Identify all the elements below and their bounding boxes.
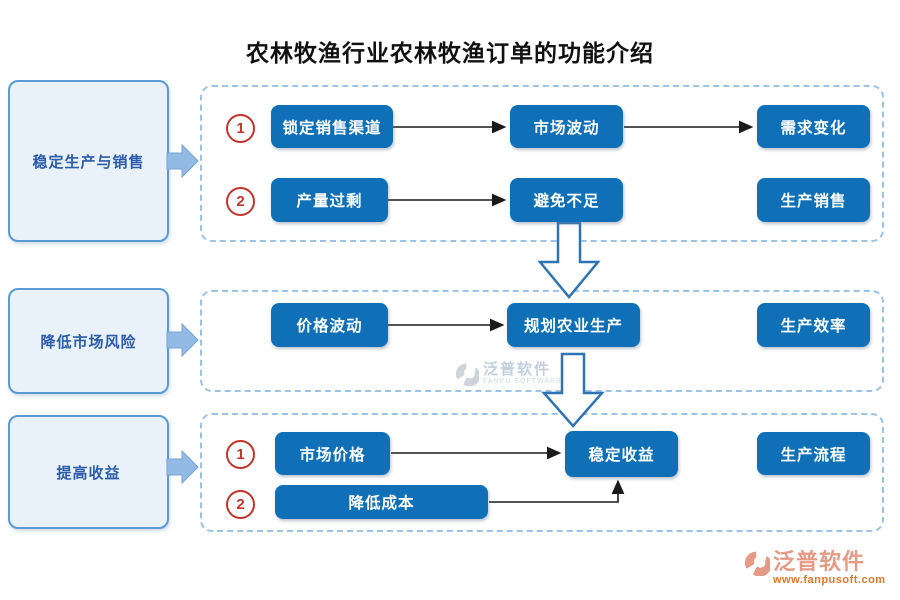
node-production-efficiency: 生产效率 [757,303,870,347]
node-label: 生产销售 [780,193,847,210]
footer-brand-name: 泛普软件 [773,549,866,574]
node-label: 需求变化 [780,119,847,137]
node-lock-sales-channel: 锁定销售渠道 [271,105,393,148]
node-label: 市场价格 [299,446,366,464]
node-stable-income: 稳定收益 [565,431,678,477]
node-market-fluctuation: 市场波动 [510,105,623,148]
step-badge: 1 [226,114,255,143]
goal-panel-increase-profit: 提高收益 [8,415,169,529]
step-badge: 1 [226,440,255,469]
node-label: 锁定销售渠道 [282,119,382,137]
node-demand-change: 需求变化 [757,105,870,148]
fanpu-logo-icon [744,551,770,576]
step-badge: 2 [226,490,255,519]
node-label: 规划农业生产 [523,318,623,335]
node-reduce-cost: 降低成本 [275,485,488,519]
node-production-process: 生产流程 [757,432,870,475]
node-label: 生产效率 [780,318,847,335]
node-label: 价格波动 [296,318,363,335]
watermark-subtitle: FANPU SOFTWARE [483,378,562,385]
footer-brand: 泛普软件 www.fanpusoft.com [744,550,886,586]
node-plan-agriculture-production: 规划农业生产 [507,303,640,347]
goal-panel-label: 稳定生产与销售 [32,153,145,171]
watermark-brand: 泛普软件 [483,361,552,378]
fanpu-logo-icon [455,363,479,386]
node-label: 降低成本 [348,495,415,512]
node-price-fluctuation: 价格波动 [271,303,388,347]
node-label: 避免不足 [533,193,600,210]
node-production-sales: 生产销售 [757,178,870,222]
watermark: 泛普软件 FANPU SOFTWARE [455,362,562,386]
node-label: 产量过剩 [296,193,363,210]
node-market-price: 市场价格 [275,432,390,475]
node-label: 稳定收益 [588,447,655,464]
goal-panel-reduce-risk: 降低市场风险 [8,288,169,394]
node-avoid-shortage: 避免不足 [510,178,623,222]
node-label: 市场波动 [533,119,600,137]
panel-arrow-icon [166,143,199,485]
step-badge: 2 [226,187,255,216]
page-title: 农林牧渔行业农林牧渔订单的功能介绍 [246,41,654,66]
goal-panel-label: 提高收益 [56,464,121,482]
node-overproduction: 产量过剩 [271,178,388,222]
footer-url: www.fanpusoft.com [773,574,886,586]
goal-panel-stable-production: 稳定生产与销售 [8,80,169,242]
node-label: 生产流程 [780,446,847,464]
goal-panel-label: 降低市场风险 [40,333,137,351]
